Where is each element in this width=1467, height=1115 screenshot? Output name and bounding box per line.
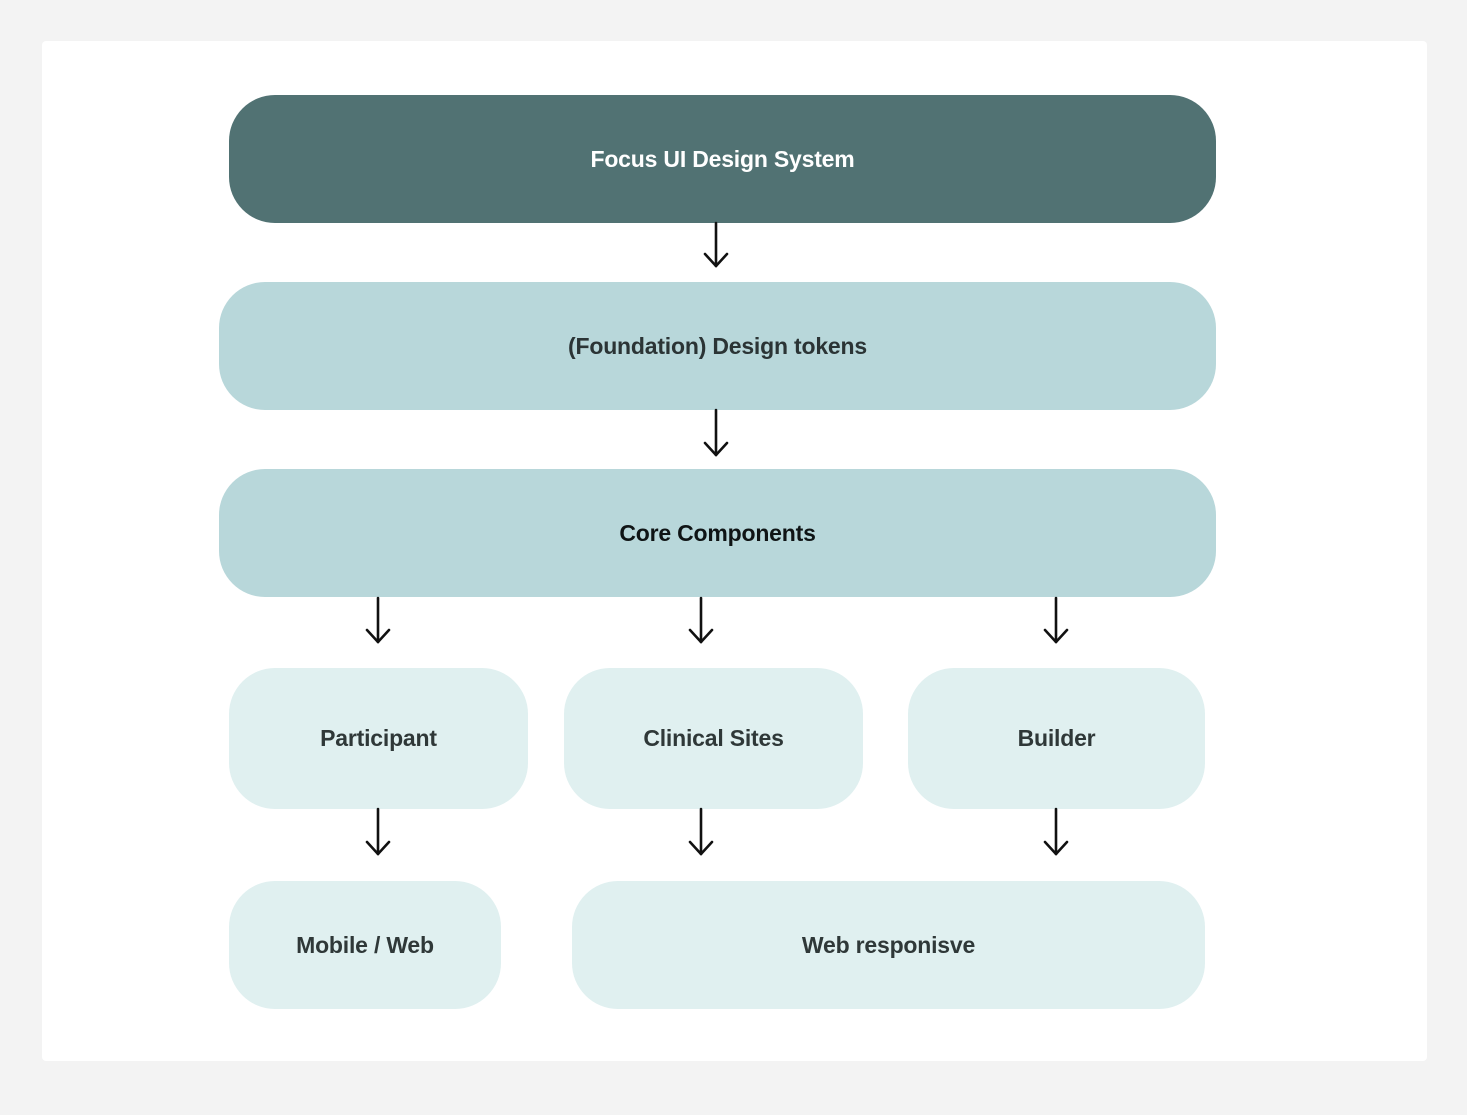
clinical-sites-label: Clinical Sites <box>643 725 784 751</box>
core-components-node: Core Components <box>219 469 1216 597</box>
core-components-label: Core Components <box>619 519 816 546</box>
mobile-web-label: Mobile / Web <box>296 931 434 958</box>
builder-label: Builder <box>1017 725 1096 751</box>
builder-node: Builder <box>908 668 1205 809</box>
design-tokens-node: (Foundation) Design tokens <box>219 282 1216 410</box>
design-system-node: Focus UI Design System <box>229 95 1216 223</box>
participant-node: Participant <box>229 668 528 809</box>
design-tokens-label: (Foundation) Design tokens <box>568 332 867 359</box>
participant-label: Participant <box>320 725 437 751</box>
clinical-sites-node: Clinical Sites <box>564 668 863 809</box>
mobile-web-node: Mobile / Web <box>229 881 501 1009</box>
design-system-label: Focus UI Design System <box>590 145 855 172</box>
web-responsive-node: Web responisve <box>572 881 1205 1009</box>
web-responsive-label: Web responisve <box>801 931 976 958</box>
